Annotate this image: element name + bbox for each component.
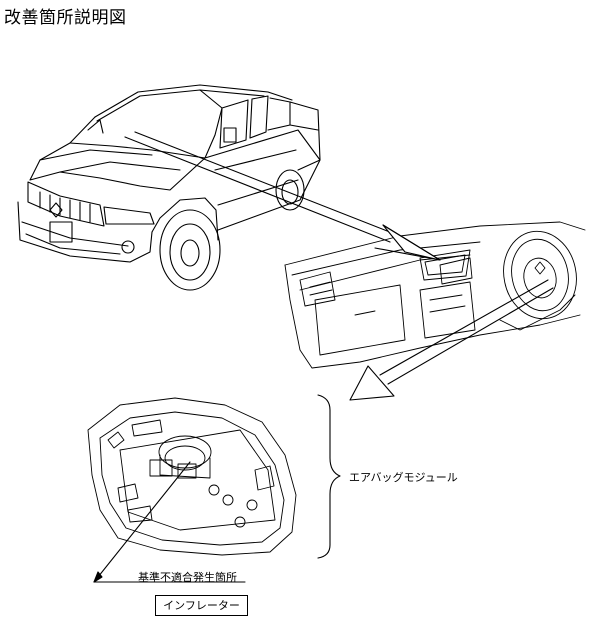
defect-location-label: 基準不適合発生箇所	[138, 571, 237, 584]
dashboard-illustration	[284, 221, 586, 369]
pickup-truck-illustration	[17, 84, 321, 291]
page-title: 改善箇所説明図	[4, 8, 127, 28]
inflator-label: インフレーター	[155, 595, 248, 616]
arrow-dashboard-to-airbag	[349, 279, 554, 401]
inflator-leader-line	[93, 461, 246, 583]
airbag-module-brace	[317, 394, 341, 559]
airbag-module-illustration	[87, 397, 297, 556]
airbag-module-label: エアバッグモジュール	[349, 471, 458, 484]
arrow-truck-to-dashboard	[124, 131, 441, 261]
